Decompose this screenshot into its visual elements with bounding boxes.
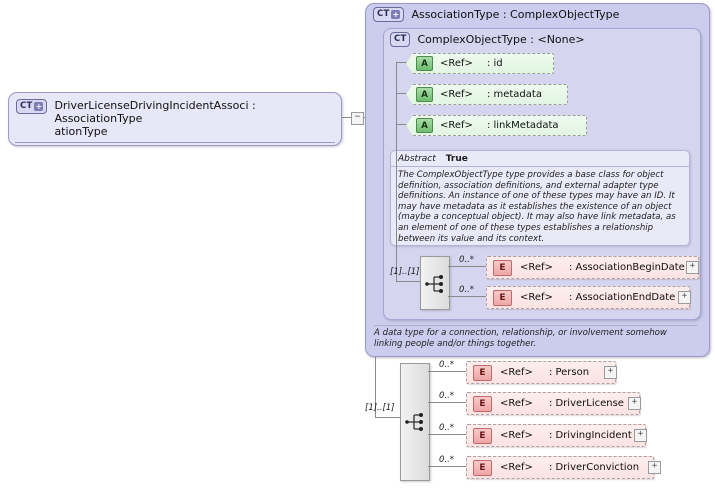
attribute-row[interactable]: A <Ref> : linkMetadata (406, 115, 587, 136)
occurs-label: 0..* (459, 255, 475, 265)
root-complextype-box[interactable]: CT+ DriverLicenseDrivingIncidentAssoci :… (8, 92, 342, 146)
connector-root-to-toggle (340, 117, 351, 118)
expand-element-button[interactable]: + (604, 366, 617, 379)
expand-icon[interactable]: + (34, 102, 44, 111)
root-header: CT+ DriverLicenseDrivingIncidentAssoci :… (9, 93, 341, 142)
element-name: : DrivingIncident (548, 430, 632, 441)
element-ref: <Ref> (500, 462, 533, 473)
connector-person (428, 371, 466, 372)
connector-to-association-sequence (396, 281, 420, 282)
attribute-icon: A (416, 118, 433, 133)
element-icon: E (473, 395, 492, 412)
attribute-ref: <Ref> (440, 58, 473, 69)
sequence-icon (425, 275, 443, 293)
attribute-name: : linkMetadata (486, 120, 559, 131)
expand-element-button[interactable]: + (648, 461, 661, 474)
occurs-label: 0..* (439, 391, 455, 401)
connector-assoc-end (448, 296, 486, 297)
complextype-icon: CT+ (16, 99, 48, 114)
expand-element-button[interactable]: + (634, 429, 647, 442)
element-name: : AssociationEndDate (568, 292, 676, 303)
element-icon: E (493, 259, 512, 276)
element-icon: E (473, 459, 492, 476)
root-documentation: A data type for an association between a… (9, 143, 341, 145)
sequence-icon (405, 413, 423, 431)
connector-drivingincident (428, 434, 466, 435)
associationtype-doc-divider (374, 325, 698, 326)
element-ref: <Ref> (520, 292, 553, 303)
sequence-compositor[interactable] (400, 363, 430, 481)
attribute-row[interactable]: A <Ref> : metadata (406, 84, 568, 105)
attribute-icon: A (416, 87, 433, 102)
attribute-row[interactable]: A <Ref> : id (406, 53, 554, 74)
connector-attr-metadata (396, 93, 406, 94)
element-icon: E (493, 289, 512, 306)
occurs-label: 0..* (439, 455, 455, 465)
complexobjecttype-title-row: CT ComplexObjectType : <None> (390, 32, 585, 47)
attribute-name: : metadata (486, 89, 542, 100)
element-row[interactable]: E <Ref> : Person (466, 361, 616, 384)
abstract-label: Abstract (398, 154, 436, 164)
root-title: DriverLicenseDrivingIncidentAssoci : Ass… (54, 99, 256, 138)
element-ref: <Ref> (500, 367, 533, 378)
element-ref: <Ref> (520, 262, 553, 273)
element-name: : AssociationBeginDate (568, 262, 685, 273)
element-ref: <Ref> (500, 398, 533, 409)
element-row[interactable]: E <Ref> : AssociationEndDate (486, 286, 690, 309)
expand-element-button[interactable]: + (686, 261, 699, 274)
element-row[interactable]: E <Ref> : AssociationBeginDate (486, 256, 699, 279)
expand-element-button[interactable]: + (678, 291, 691, 304)
element-name: : DriverLicense (548, 398, 624, 409)
element-icon: E (473, 364, 492, 381)
abstract-value: True (445, 154, 468, 164)
associationtype-title-row: CT+ AssociationType : ComplexObjectType (373, 7, 619, 22)
attribute-name: : id (486, 58, 503, 69)
connector-assoc-begin (448, 266, 486, 267)
attribute-ref: <Ref> (440, 120, 473, 131)
element-row[interactable]: E <Ref> : DriverConviction (466, 456, 654, 479)
root-sequence-cardinality: [1]..[1] (365, 403, 395, 413)
element-name: : Person (548, 367, 590, 378)
attribute-icon: A (416, 56, 433, 71)
collapse-toggle-button[interactable]: − (351, 112, 364, 125)
root-divider (15, 142, 335, 143)
element-row[interactable]: E <Ref> : DriverLicense (466, 392, 640, 415)
element-row[interactable]: E <Ref> : DrivingIncident (466, 424, 646, 447)
panel-divider (391, 166, 689, 167)
occurs-label: 0..* (439, 360, 455, 370)
expand-element-button[interactable]: + (628, 397, 641, 410)
complexobjecttype-title: ComplexObjectType : <None> (417, 33, 585, 46)
connector-branch-root-sequence (375, 417, 400, 418)
associationtype-title: AssociationType : ComplexObjectType (411, 8, 620, 21)
associationtype-documentation: A data type for a connection, relationsh… (374, 328, 667, 349)
element-icon: E (473, 427, 492, 444)
expand-icon[interactable]: + (391, 10, 401, 19)
attribute-ref: <Ref> (440, 89, 473, 100)
connector-to-association-sequence-vertical (396, 124, 397, 281)
element-ref: <Ref> (500, 430, 533, 441)
connector-attr-id (396, 62, 406, 63)
occurs-label: 0..* (459, 285, 475, 295)
element-name: : DriverConviction (548, 462, 640, 473)
complextype-icon: CT+ (373, 7, 405, 22)
connector-driverlicense (428, 402, 466, 403)
sequence-compositor[interactable] (420, 256, 450, 310)
occurs-label: 0..* (439, 423, 455, 433)
connector-driverconviction (428, 466, 466, 467)
complexobjecttype-documentation: The ComplexObjectType type provides a ba… (398, 170, 676, 244)
connector-attr-linkmetadata (396, 124, 406, 125)
abstract-documentation-panel: Abstract True The ComplexObjectType type … (390, 150, 690, 246)
complextype-icon: CT (390, 32, 411, 47)
abstract-row: Abstract True (391, 151, 689, 166)
association-sequence-cardinality: [1]..[1] (390, 267, 420, 277)
